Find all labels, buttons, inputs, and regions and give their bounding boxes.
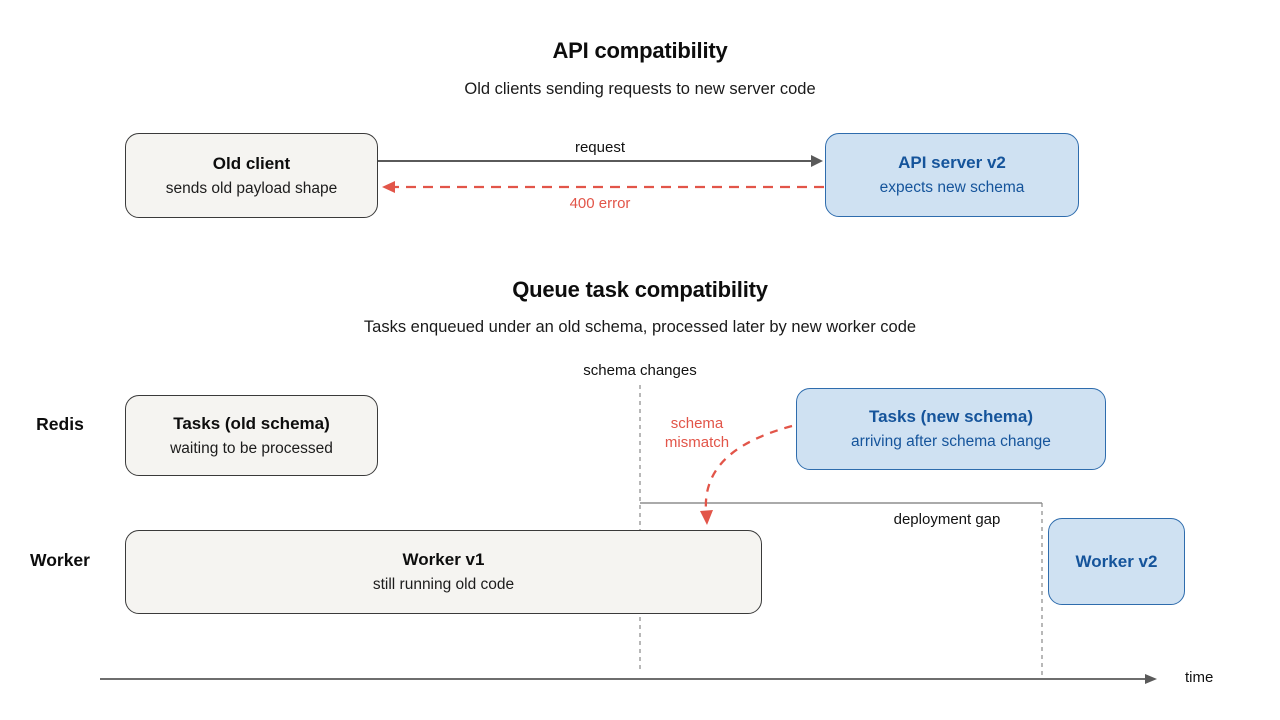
old-client-title: Old client: [212, 153, 291, 173]
deployment-gap-label: deployment gap: [893, 511, 1001, 528]
queue-section-title: Queue task compatibility: [512, 277, 768, 302]
worker-v1-box: Worker v1 still running old code: [125, 530, 762, 614]
time-axis-arrow: [100, 674, 1157, 684]
request-arrow-label: request: [574, 139, 626, 156]
error-arrow-label: 400 error: [569, 195, 631, 212]
old-client-subtitle: sends old payload shape: [165, 179, 338, 197]
worker-v2-title: Worker v2: [1075, 552, 1158, 571]
time-axis-label: time: [1185, 669, 1214, 686]
tasks-old-schema-title: Tasks (old schema): [173, 413, 330, 433]
api-section-subtitle: Old clients sending requests to new serv…: [464, 80, 816, 98]
tasks-new-schema-title: Tasks (new schema): [868, 407, 1034, 426]
schema-mismatch-label: schema mismatch: [638, 414, 756, 452]
api-server-title: API server v2: [898, 153, 1006, 172]
tasks-new-schema-subtitle: arriving after schema change: [851, 433, 1051, 450]
error-arrow: [382, 181, 824, 193]
old-client-box: Old client sends old payload shape: [125, 133, 378, 218]
tasks-new-schema-box: Tasks (new schema) arriving after schema…: [796, 388, 1106, 470]
request-arrow: [378, 155, 823, 167]
worker-v1-title: Worker v1: [402, 550, 485, 569]
schema-changes-label: schema changes: [583, 362, 697, 379]
tasks-old-schema-box: Tasks (old schema) waiting to be process…: [125, 395, 378, 476]
queue-section-subtitle: Tasks enqueued under an old schema, proc…: [363, 318, 917, 336]
worker-row-label: Worker: [30, 550, 90, 570]
redis-row-label: Redis: [36, 414, 84, 434]
schema-mismatch-line1: schema: [670, 415, 724, 432]
api-server-subtitle: expects new schema: [879, 179, 1025, 196]
tasks-old-schema-subtitle: waiting to be processed: [170, 439, 333, 457]
worker-v1-subtitle: still running old code: [372, 576, 515, 593]
api-server-box: API server v2 expects new schema: [825, 133, 1079, 217]
api-section-title: API compatibility: [552, 38, 728, 63]
worker-v2-box: Worker v2: [1048, 518, 1185, 605]
schema-mismatch-line2: mismatch: [664, 434, 730, 451]
